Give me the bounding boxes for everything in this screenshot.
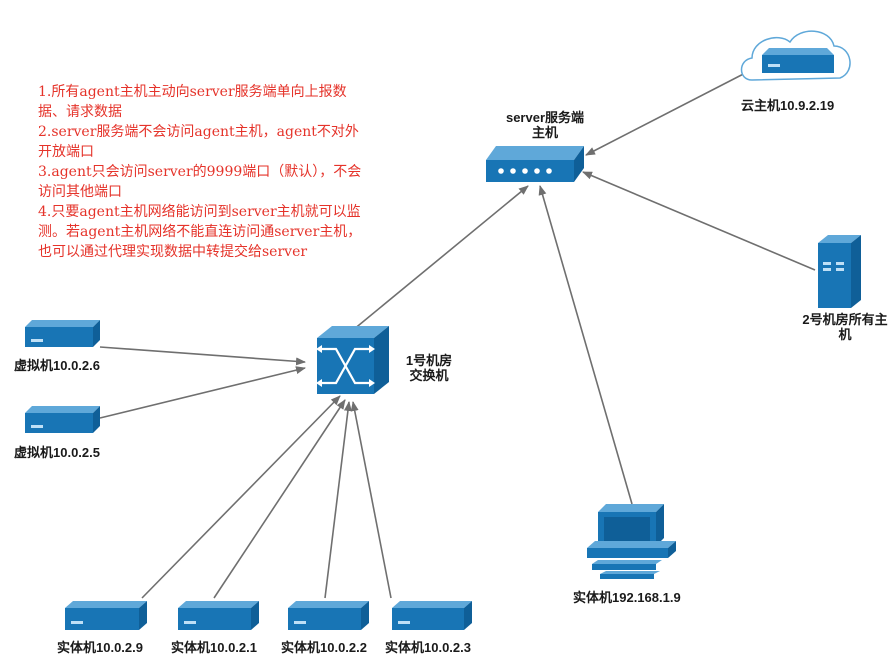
notes-block: 1.所有agent主机主动向server服务端单向上报数 据、请求数据 2.se… [38,82,438,262]
host4-label: 实体机10.0.2.3 [385,640,471,655]
edge-vm2-to-switch [99,366,306,419]
room2-label-line1: 2号机房所有主 [802,312,888,327]
note-line-9: 也可以通过代理实现数据中转提交给server [38,244,308,260]
host2-server-icon [178,601,259,630]
note-line-4: 开放端口 [38,144,94,160]
switch-label: 1号机房 交换机 [398,353,460,383]
server-host-icon [486,146,584,182]
host3-label: 实体机10.0.2.2 [281,640,367,655]
host1-label: 实体机10.0.2.9 [57,640,143,655]
host3-server-icon [288,601,369,630]
room2-label-line2: 机 [838,327,852,342]
edge-host1-to-switch [141,395,341,599]
pc-label: 实体机192.168.1.9 [573,590,681,605]
vm2-server-icon [25,406,100,433]
switch-label-line1: 1号机房 [405,353,453,368]
host4-server-icon [392,601,472,630]
server-label-line1: server服务端 [505,110,585,125]
room2-server-icon [818,235,861,308]
vm2-label: 虚拟机10.0.2.5 [14,445,100,460]
server-label-line2: 主机 [531,125,558,140]
note-line-5: 3.agent只会访问server的9999端口（默认），不会 [38,164,362,180]
switch-icon [316,326,389,394]
desktop-pc-icon [587,504,676,579]
edge-vm1-to-switch [99,346,306,366]
edge-host4-to-switch [350,401,392,599]
note-line-2: 据、请求数据 [38,104,122,120]
room2-label: 2号机房所有主 机 [796,312,894,342]
note-line-7: 4.只要agent主机网络能访问到server主机就可以监 [38,204,361,220]
edge-host2-to-switch [213,399,346,599]
edge-pc-to-server [538,185,633,505]
edge-room2-to-server [582,171,816,271]
note-line-6: 访问其他端口 [38,184,122,200]
host2-label: 实体机10.0.2.1 [171,640,257,655]
edge-switch-to-server [352,185,529,331]
host1-server-icon [65,601,147,630]
cloud-host-icon [740,30,851,81]
edge-host3-to-switch [324,401,352,599]
cloud-host-label: 云主机10.9.2.19 [741,98,835,113]
note-line-8: 测。若agent主机网络不能直连访问通server主机， [38,224,362,240]
vm1-label: 虚拟机10.0.2.6 [14,358,100,373]
note-line-3: 2.server服务端不会访问agent主机，agent不对外 [38,124,359,140]
edge-cloud-to-server [585,66,758,156]
note-line-1: 1.所有agent主机主动向server服务端单向上报数 [38,84,347,100]
server-label: server服务端 主机 [490,110,600,140]
vm1-server-icon [25,320,100,347]
switch-label-line2: 交换机 [409,368,449,383]
